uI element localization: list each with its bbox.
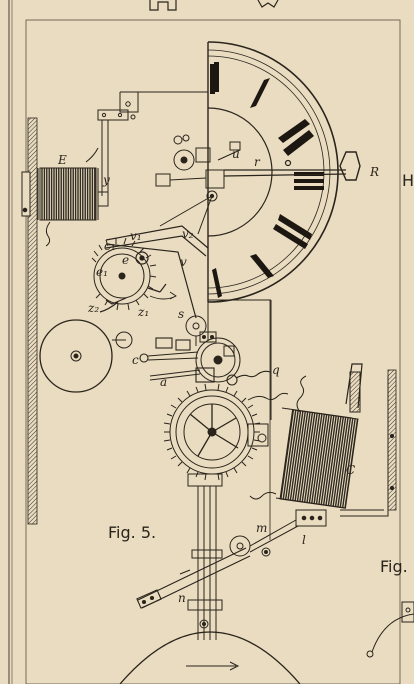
vertical-shaft [187, 473, 223, 640]
numeral-mark-3b [283, 130, 314, 156]
roller-s [185, 315, 207, 346]
label-u: u [232, 147, 240, 161]
swing-arrow [149, 291, 177, 300]
numeral-mark-2 [250, 78, 270, 108]
label-a: a [160, 375, 167, 389]
numeral-mark-1 [210, 64, 215, 94]
ratchet-wheel-e1 [91, 237, 157, 311]
label-e1: e₁ [96, 265, 108, 279]
upper-bracket [97, 91, 208, 196]
numeral-mark-4a [294, 172, 324, 176]
label-v1: v₁ [130, 229, 142, 243]
top-cropped-part-right [257, 0, 279, 8]
numeral-mark-4c [294, 186, 324, 190]
lever-c-a [139, 337, 271, 386]
middle-gear [195, 331, 241, 383]
electromagnet-e [21, 147, 109, 247]
numeral-mark-4b [294, 179, 324, 183]
part-labels: E y v₁ v₂ v c₁ e₁ e z₂ z₁ s u r R c a q … [57, 147, 379, 605]
label-m: m [256, 521, 267, 535]
label-z1: z₁ [137, 305, 149, 319]
clock-hand-r [223, 151, 361, 181]
numeral-mark-5b [273, 224, 308, 249]
edge-letter-h: H [402, 171, 414, 190]
direction-arrow [186, 661, 240, 671]
plate-frame [25, 19, 401, 684]
numeral-mark-5a [278, 214, 312, 240]
base-bowl [119, 631, 301, 684]
label-y: y [102, 173, 110, 187]
label-n: n [178, 591, 186, 605]
adjacent-figure-fragment [366, 601, 414, 658]
flywheel-disc [39, 319, 133, 393]
label-v: v [180, 255, 187, 269]
label-E: E [57, 153, 67, 167]
label-l: l [302, 533, 306, 547]
numeral-mark-3a [278, 119, 310, 143]
label-R: R [369, 165, 379, 179]
electromagnet-c [249, 363, 395, 527]
escapement-assembly [155, 134, 241, 235]
lever-n [136, 547, 251, 609]
label-v2: v₂ [182, 227, 194, 241]
label-q: q [272, 363, 280, 377]
caption-fig-5: Fig. 5. [108, 523, 156, 542]
dial-numerals [210, 62, 324, 298]
clock-dial [207, 41, 339, 303]
label-c1: c₁ [104, 239, 116, 253]
label-c: c [132, 353, 139, 367]
numeral-mark-6 [250, 254, 274, 278]
caption-fig-adjacent: Fig. [380, 557, 408, 576]
label-z2: z₂ [87, 301, 99, 315]
left-wall-hatched [27, 117, 38, 525]
top-cropped-part-left [149, 0, 177, 11]
pulley-m [229, 519, 299, 557]
pawl-lever [99, 225, 209, 319]
label-e: e [122, 253, 129, 267]
label-C: C [346, 463, 355, 477]
numeral-mark-1b [214, 62, 219, 92]
label-r: r [254, 155, 261, 169]
numeral-mark-7 [212, 268, 222, 298]
label-s: s [178, 307, 184, 321]
